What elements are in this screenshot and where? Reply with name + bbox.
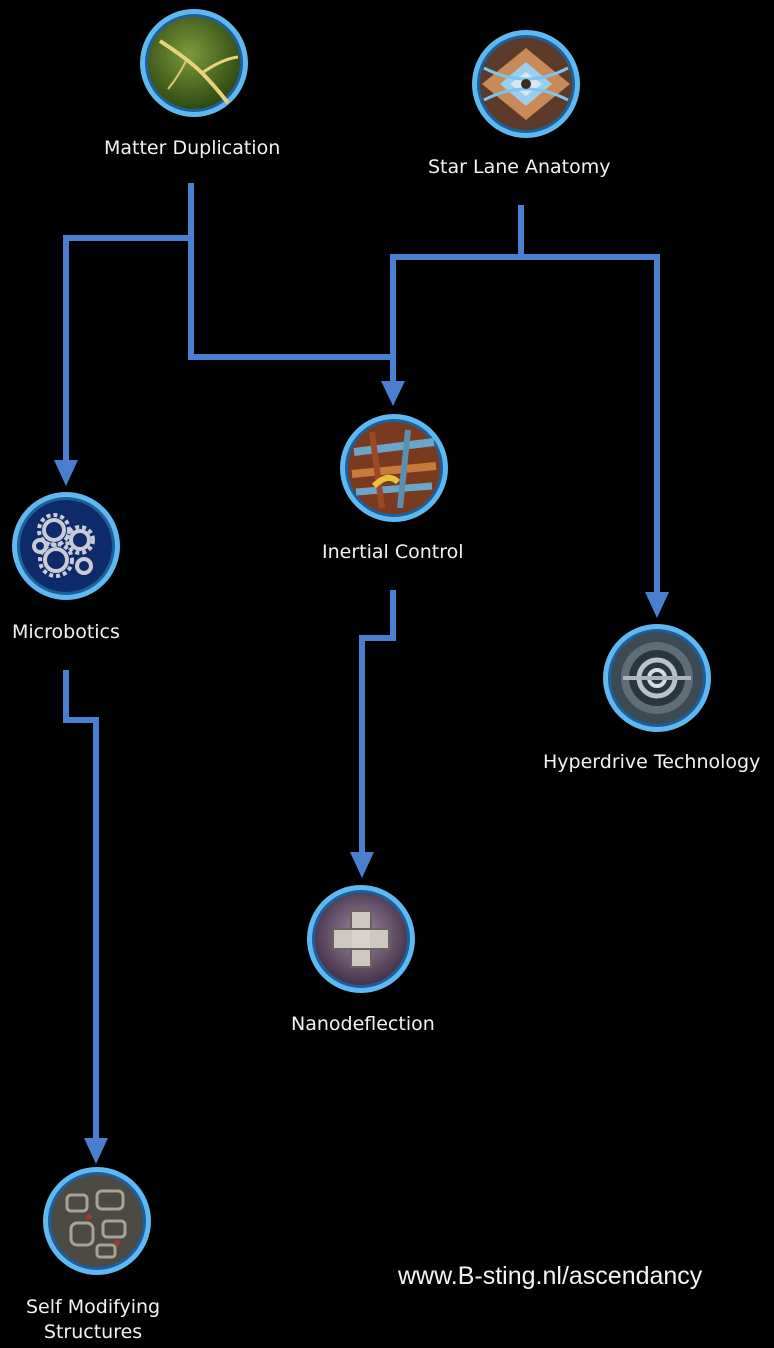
edge-star-lane-hyperdrive <box>521 254 660 600</box>
node-hyperdrive-technology[interactable] <box>601 622 713 734</box>
kaleidoscope-icon <box>472 30 580 138</box>
node-label-line: Structures <box>43 1321 143 1343</box>
edge-inertial-control-nanodeflection <box>359 590 396 855</box>
arrowhead <box>645 592 669 618</box>
arrowhead <box>54 460 78 486</box>
gears-icon <box>12 492 120 600</box>
plus-cross-icon <box>307 885 415 993</box>
watermark-url: www.B-sting.nl/ascendancy <box>398 1262 703 1290</box>
edge-microbotics-self-modifying <box>63 670 99 1142</box>
node-label: Matter Duplication <box>104 137 281 159</box>
node-label: Inertial Control <box>322 541 464 563</box>
arrowhead <box>350 852 374 878</box>
node-label: Self Modifying Structures <box>26 1295 160 1345</box>
node-nanodeflection[interactable] <box>305 883 417 995</box>
edge-matter-duplication-microbotics <box>63 183 194 472</box>
circuit-icon <box>43 1167 151 1275</box>
arrowhead <box>381 381 405 406</box>
node-star-lane-anatomy[interactable] <box>470 28 582 140</box>
edge-star-lane-inertial-control <box>390 205 524 390</box>
node-microbotics[interactable] <box>10 490 122 602</box>
node-matter-duplication[interactable] <box>138 7 250 119</box>
node-label: Star Lane Anatomy <box>428 156 611 178</box>
node-label: Microbotics <box>12 621 120 643</box>
leaf-vein-icon <box>140 9 248 117</box>
node-self-modifying-structures[interactable] <box>41 1165 153 1277</box>
rings-icon <box>603 624 711 732</box>
node-inertial-control[interactable] <box>338 412 450 524</box>
arrowhead <box>84 1138 108 1164</box>
node-label: Hyperdrive Technology <box>543 751 761 773</box>
edge-matter-duplication-inertial-control <box>188 238 393 360</box>
fibers-icon <box>340 414 448 522</box>
node-label-line: Self Modifying <box>26 1296 161 1318</box>
node-label: Nanodeflection <box>291 1013 435 1035</box>
